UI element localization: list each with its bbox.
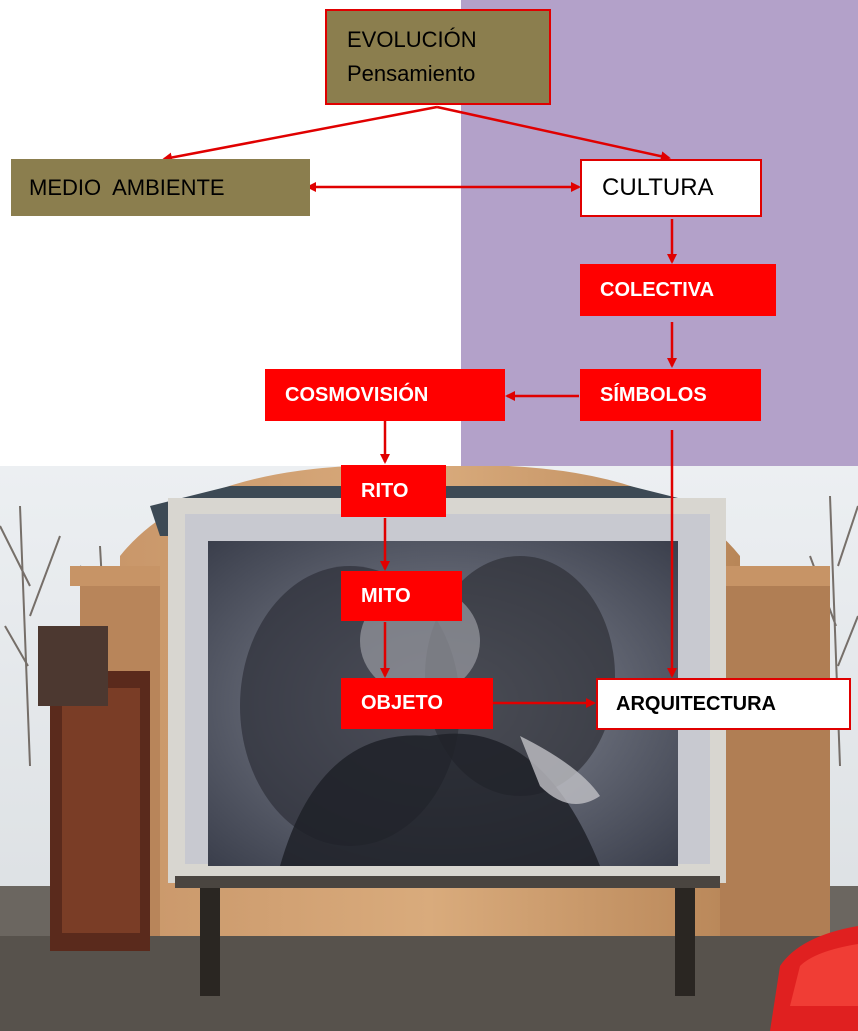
node-evolucion-line2: Pensamiento bbox=[347, 61, 476, 86]
node-cosmovision-label: COSMOVISIÓN bbox=[285, 383, 429, 406]
arrow-evolucion-cultura bbox=[436, 105, 671, 162]
node-mito: MITO bbox=[341, 571, 462, 621]
node-simbolos: SÍMBOLOS bbox=[580, 369, 761, 421]
node-objeto-label: OBJETO bbox=[361, 692, 443, 714]
node-cultura: CULTURA bbox=[580, 159, 762, 217]
node-objeto: OBJETO bbox=[341, 678, 493, 729]
node-colectiva: COLECTIVA bbox=[580, 264, 776, 316]
node-colectiva-label: COLECTIVA bbox=[600, 278, 715, 301]
node-evolucion: EVOLUCIÓN Pensamiento bbox=[325, 9, 551, 105]
node-cultura-label: CULTURA bbox=[602, 174, 714, 201]
node-arquitectura: ARQUITECTURA bbox=[596, 678, 851, 730]
arrow-evolucion-medio bbox=[162, 105, 438, 163]
node-mito-label: MITO bbox=[361, 584, 411, 607]
node-evolucion-line1: EVOLUCIÓN bbox=[347, 27, 477, 52]
node-arquitectura-label: ARQUITECTURA bbox=[616, 692, 776, 715]
node-medio-ambiente-label: MEDIO AMBIENTE bbox=[29, 174, 225, 200]
node-rito: RITO bbox=[341, 465, 446, 517]
node-simbolos-label: SÍMBOLOS bbox=[600, 383, 707, 406]
node-medio-ambiente: MEDIO AMBIENTE bbox=[11, 159, 310, 216]
node-rito-label: RITO bbox=[361, 479, 409, 502]
node-cosmovision: COSMOVISIÓN bbox=[265, 369, 505, 421]
